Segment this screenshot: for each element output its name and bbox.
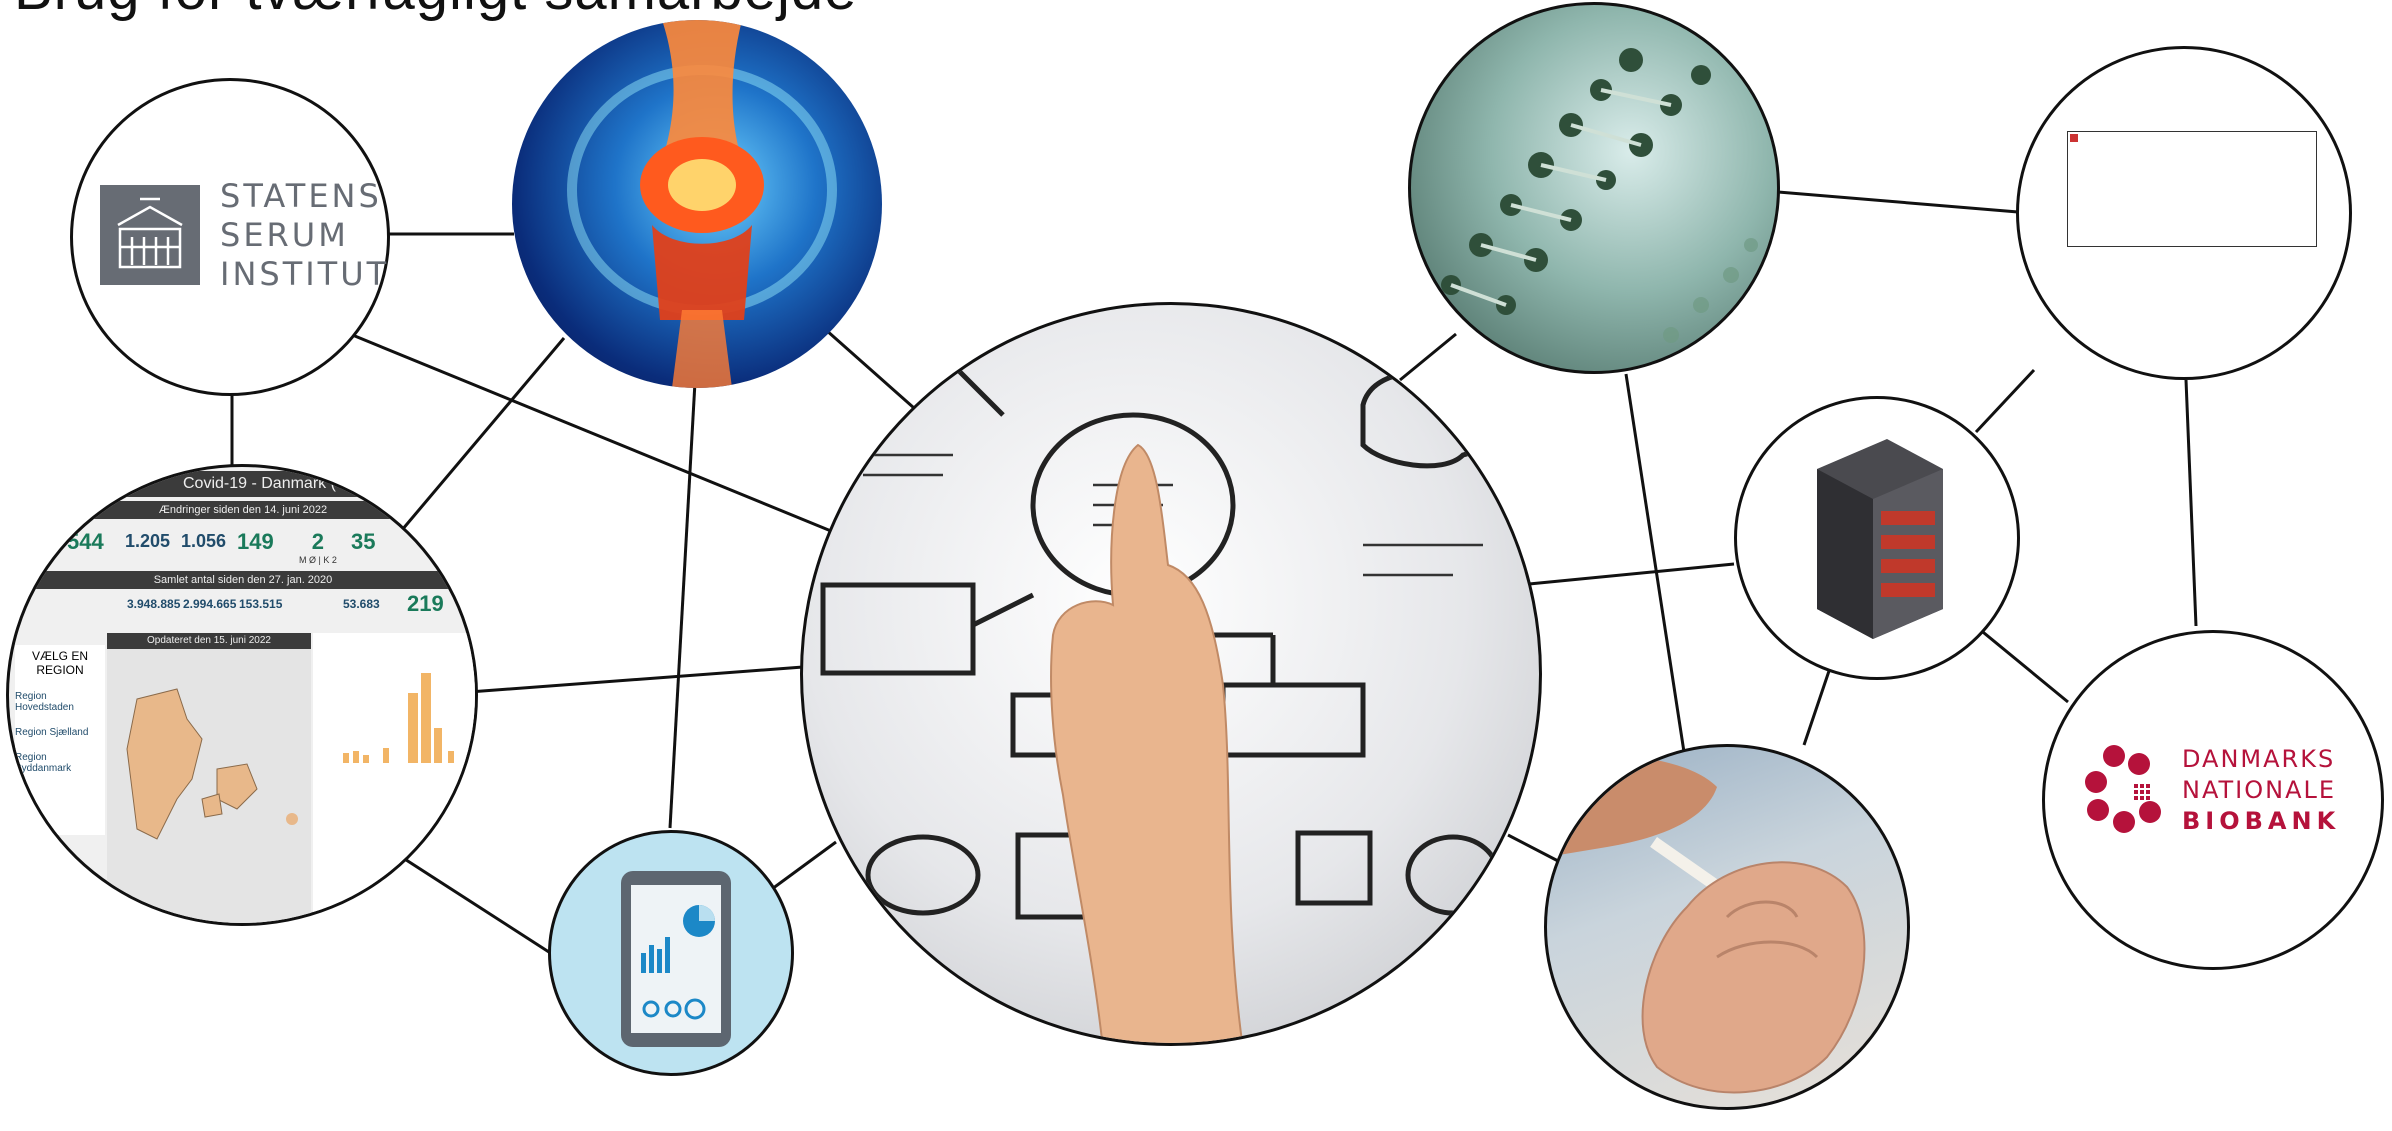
dna-helix-image [1408, 2, 1780, 374]
stat-4: 149 [237, 529, 274, 554]
tablet-chart-icon [621, 871, 731, 1047]
region-selector-panel: VÆLG EN REGION Region Hovedstaden Region… [15, 645, 105, 835]
connector-server-biobank [1977, 626, 2069, 704]
stat-total-4: 53.683 [343, 597, 380, 611]
stat-total-3: 153.515 [239, 597, 283, 611]
server-rack-icon [1817, 439, 1943, 639]
connector-center-smoker [1507, 833, 1561, 864]
region-title-2: REGION [36, 663, 84, 677]
server-rack-node [1734, 396, 2020, 680]
ssi-word-3: INSTITUT [220, 255, 390, 293]
biobank-word-1: DANMARKS [2182, 745, 2336, 773]
stat-1: 544 [67, 529, 104, 554]
region-item-3[interactable]: Region Syddanmark [15, 752, 72, 774]
stat-total-5: 219 [407, 591, 444, 616]
whiteboard-hand-image [800, 302, 1542, 1046]
connector-tablet-center [771, 840, 837, 891]
denmark-map-panel: Opdateret den 15. juni 2022 [107, 633, 311, 923]
connector-ssi-center [349, 332, 832, 533]
dashboard-chart-panel [313, 633, 475, 923]
biobank-word-2: NATIONALE [2182, 776, 2337, 804]
connector-dna-ref [1777, 190, 2019, 214]
ssi-wordmark: STATENS SERUM INSTITUT [220, 177, 389, 294]
knee-joint-icon [567, 20, 837, 388]
stat-6: 35 [351, 529, 376, 554]
region-item-1[interactable]: Region Hovedstaden [15, 691, 74, 713]
region-title-1: VÆLG EN [31, 649, 88, 663]
dashboard-section-changes: Ændringer siden den 14. juni 2022 [9, 501, 475, 519]
region-item-2[interactable]: Region Sjælland [15, 727, 89, 738]
denmark-map-icon [126, 688, 298, 840]
connector-dna-center [1399, 332, 1457, 382]
connector-knee-center [825, 328, 915, 410]
dashboard-bar-chart-icon [343, 673, 454, 763]
smoker-hands-image [1544, 744, 1910, 1110]
biobank-emblem-icon [2085, 745, 2161, 833]
connector-server-smoker [1802, 667, 1832, 746]
broken-image-placeholder [2067, 131, 2317, 247]
connector-center-server [1528, 562, 1735, 586]
tablet-analytics-image [548, 830, 794, 1076]
biobank-wordmark: DANMARKS NATIONALE BIOBANK [2182, 744, 2340, 837]
stat-3: 1.056 [181, 531, 227, 551]
ssi-logo: STATENS SERUM INSTITUT [100, 177, 386, 293]
slide-title: Brug for tværfagligt samarbejde [14, 0, 857, 23]
dashboard-section-total: Samlet antal siden den 27. jan. 2020 [9, 571, 475, 589]
knee-xray-image [512, 20, 882, 388]
connector-dna-smoker [1624, 373, 1686, 753]
ssi-word-1: STATENS [220, 177, 382, 215]
connector-server-ref [1974, 368, 2036, 434]
connector-dashboard-center [468, 665, 804, 694]
dna-icon [1441, 48, 1758, 352]
connector-knee-tablet [668, 381, 697, 829]
cigarette-hands-icon [1547, 756, 1866, 1094]
map-title: Opdateret den 15. juni 2022 [107, 633, 311, 649]
biobank-word-3: BIOBANK [2182, 807, 2341, 835]
dashboard-header: Covid-19 - Danmark ( [9, 471, 475, 497]
ssi-word-2: SERUM [220, 216, 349, 254]
connector-knee-dashboard [400, 337, 566, 531]
stat-2: 1.205 [125, 531, 171, 551]
stat-total-1: 3.948.885 [127, 597, 181, 611]
broken-image-icon [2070, 134, 2078, 142]
connector-ref-biobank [2184, 379, 2198, 627]
ssi-building-emblem [100, 185, 200, 285]
flowchart-sketch-icon [820, 343, 1501, 1043]
stat-total-2: 2.994.665 [183, 597, 237, 611]
covid-dashboard-screenshot: Covid-19 - Danmark ( Ændringer siden den… [6, 464, 478, 926]
